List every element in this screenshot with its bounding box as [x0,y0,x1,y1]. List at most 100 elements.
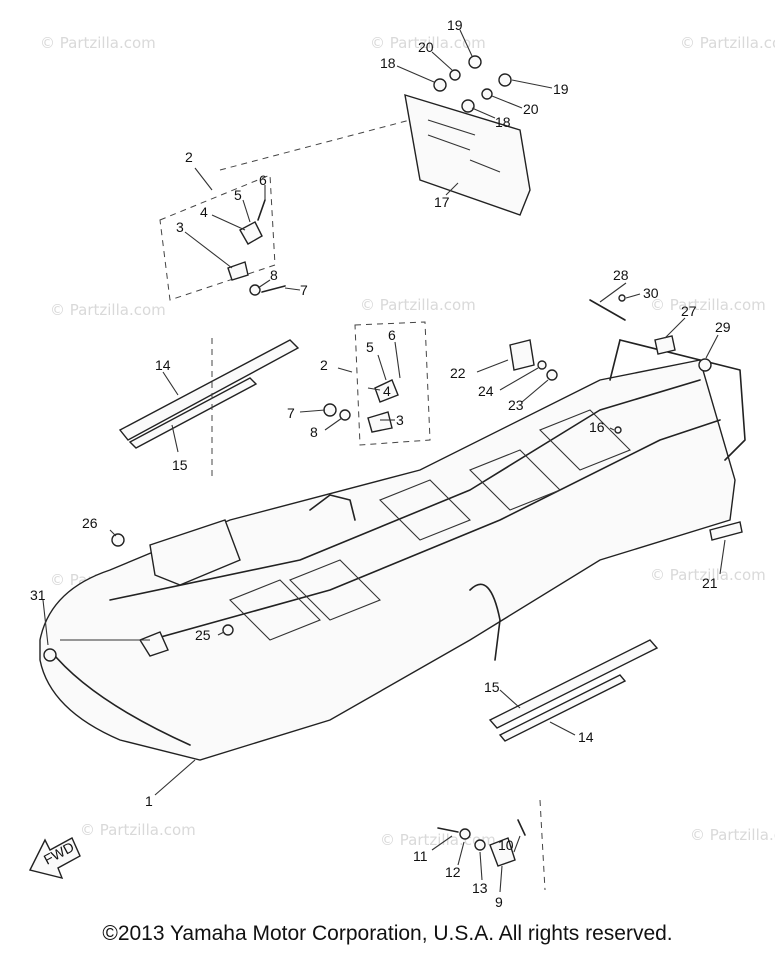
callout-6: 6 [259,172,267,188]
washer [249,284,261,296]
bolt-head [468,55,482,69]
bracket-22 [509,339,535,371]
bracket-plate [367,411,393,433]
watermark: © Partzilla.com [40,34,156,52]
bolt [261,285,286,293]
nut [339,409,351,421]
bracket-clip [239,221,263,245]
frame-cutouts [379,409,631,541]
washer [323,403,337,417]
chassis-rail-mid [149,419,721,641]
bolt-11 [437,827,459,833]
callout-14: 14 [578,729,594,745]
license-plate [404,93,531,216]
license-plate-group [219,55,531,216]
callout-6: 6 [388,327,396,343]
callout-5: 5 [234,187,242,203]
leader-dashed [539,799,546,891]
rail-strip-thin [128,377,258,449]
callout-25: 25 [195,627,211,643]
callout-2: 2 [185,149,193,165]
callout-4: 4 [383,383,391,399]
nut-29 [698,358,712,372]
callout-22: 22 [450,365,466,381]
callout-16: 16 [589,419,605,435]
leader-dashed [219,119,411,171]
callouts: 2 4 5 6 3 8 7 18 20 19 19 20 18 17 14 15… [30,17,731,910]
rail-strip [118,339,300,441]
pin-30 [618,294,626,302]
callout-24: 24 [478,383,494,399]
callout-20: 20 [418,39,434,55]
bracket-outline [354,321,431,446]
nut-13 [474,839,486,851]
callout-15: 15 [172,457,188,473]
rail-strip [488,639,659,729]
support-tube [469,583,501,661]
front-bracket [149,519,241,586]
callout-18: 18 [380,55,396,71]
rail-strip-left [118,338,300,480]
watermark: © Partzilla.com [370,34,486,52]
callout-28: 28 [613,267,629,283]
watermark: © Partzilla.com [650,296,766,314]
plate-lettering [427,119,501,173]
lower-hardware [437,799,546,891]
washer-12 [459,828,471,840]
rear-bumper-leg [609,339,621,381]
hook [138,631,169,657]
callout-10: 10 [498,837,514,853]
rear-hardware [509,294,743,541]
bracket-outline [159,174,276,301]
callout-31: 31 [30,587,46,603]
bracket-plate [227,261,249,281]
chassis-frame [39,339,746,761]
screw-10 [517,819,526,836]
eyelet [43,648,57,662]
callout-30: 30 [643,285,659,301]
chassis-rail-top [109,379,701,601]
callout-11: 11 [413,848,428,864]
bracket-clip [374,379,399,403]
callout-19: 19 [447,17,463,33]
washer [461,99,475,113]
handle-bar [309,494,356,521]
callout-15: 15 [484,679,500,695]
callout-3: 3 [396,412,404,428]
bolt-28 [589,299,626,321]
rail-strip-thin [498,674,627,742]
callout-14: 14 [155,357,171,373]
emblem-21 [709,521,743,541]
upper-bracket-group [159,174,286,301]
callout-4: 4 [200,204,208,220]
watermark: © Partzilla.com [680,34,775,52]
middle-bracket-group [323,321,431,446]
callout-8: 8 [270,267,278,283]
bracket-27 [654,335,676,355]
chassis-lip [49,649,191,746]
callout-12: 12 [445,864,461,880]
callout-7: 7 [287,405,295,421]
bracket-9 [489,837,516,867]
callout-17: 17 [434,194,450,210]
pin [257,199,266,221]
callout-20: 20 [523,101,539,117]
callout-2: 2 [320,357,328,373]
callout-13: 13 [472,880,488,896]
callout-21: 21 [702,575,718,591]
nut [481,88,493,100]
bolt-head [111,533,125,547]
watermark: © Partzilla.com [650,566,766,584]
rear-bumper [619,339,746,461]
callout-26: 26 [82,515,98,531]
callout-leaders [42,29,726,893]
callout-18: 18 [495,114,511,130]
callout-29: 29 [715,319,731,335]
watermark: © Partzilla.com [80,821,196,839]
callout-8: 8 [310,424,318,440]
callout-9: 9 [495,894,503,910]
fwd-arrow-shape [28,837,81,880]
frame-cutouts-front [229,559,381,641]
callout-3: 3 [176,219,184,235]
